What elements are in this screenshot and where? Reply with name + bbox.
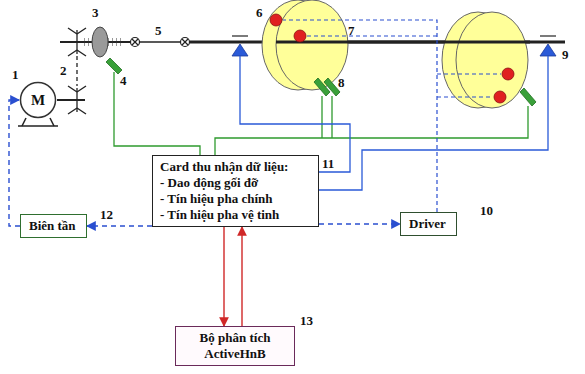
inverter-box: Biên tần [20, 214, 87, 238]
signal-arrow [223, 227, 224, 326]
box-text: - Tín hiệu pha vệ tinh [160, 207, 311, 223]
callout-number: 3 [92, 6, 99, 20]
signal-arrow [87, 225, 152, 226]
callout-number: 10 [480, 204, 493, 218]
callout-number: 1 [12, 68, 19, 82]
driver-box: Driver [400, 212, 457, 236]
box-text: Bộ phân tích ActiveHnB [182, 330, 288, 362]
callout-number: 13 [300, 314, 313, 328]
box-text: - Dao động gối đỡ [160, 175, 311, 191]
analyzer-box: Bộ phân tích ActiveHnB [175, 326, 295, 366]
callout-number: 6 [256, 6, 263, 20]
callout-number: 5 [155, 24, 162, 38]
motor-circle: M [19, 81, 57, 119]
box-text: - Tín hiệu pha chính [160, 191, 311, 207]
callout-number: 9 [562, 48, 569, 62]
signal-arrow [9, 100, 20, 226]
callout-number: 4 [120, 74, 127, 88]
data-card-box: Card thu nhận dữ liệu:- Dao động gối đỡ-… [152, 155, 319, 227]
box-text: Biên tần [29, 218, 78, 234]
callout-number: 11 [322, 157, 334, 171]
signal-arrow [319, 223, 400, 224]
box-text: Card thu nhận dữ liệu: [160, 159, 311, 175]
callout-number: 8 [338, 76, 345, 90]
motor-letter: M [31, 92, 45, 109]
box-text: Driver [409, 216, 448, 232]
callout-number: 12 [100, 208, 113, 222]
callout-number: 2 [60, 64, 67, 78]
signal-arrow [241, 227, 242, 326]
callout-number: 7 [348, 24, 355, 38]
